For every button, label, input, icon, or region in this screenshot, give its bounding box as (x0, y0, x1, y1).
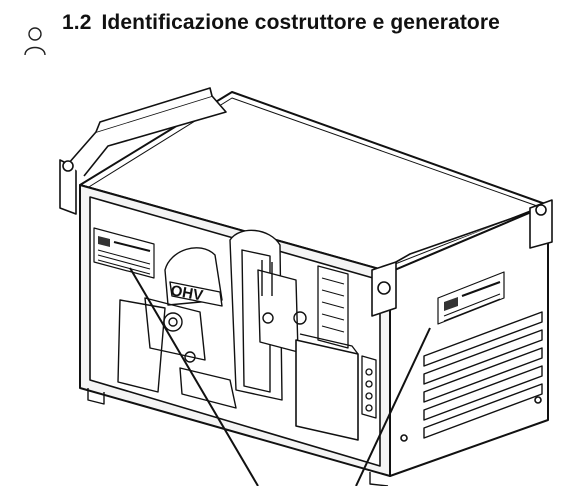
right-handle (371, 199, 553, 317)
engine-label: OHV (169, 282, 204, 304)
callout-lines (129, 267, 431, 486)
engine: OHV (117, 247, 237, 409)
section-heading: 1.2 Identificazione costruttore e generat… (62, 11, 500, 35)
section-number: 1.2 (62, 11, 92, 34)
control-box (295, 265, 377, 441)
ventilation-slots (423, 311, 543, 439)
screw (534, 396, 542, 404)
alternator (229, 229, 307, 401)
section-title: Identificazione costruttore e generatore (101, 11, 500, 34)
nameplate-left (93, 227, 155, 279)
nameplate-right (437, 271, 505, 325)
person-icon (24, 27, 46, 56)
left-handle (59, 87, 227, 215)
screw (400, 434, 408, 442)
generator-illustration: OHV (59, 87, 553, 486)
